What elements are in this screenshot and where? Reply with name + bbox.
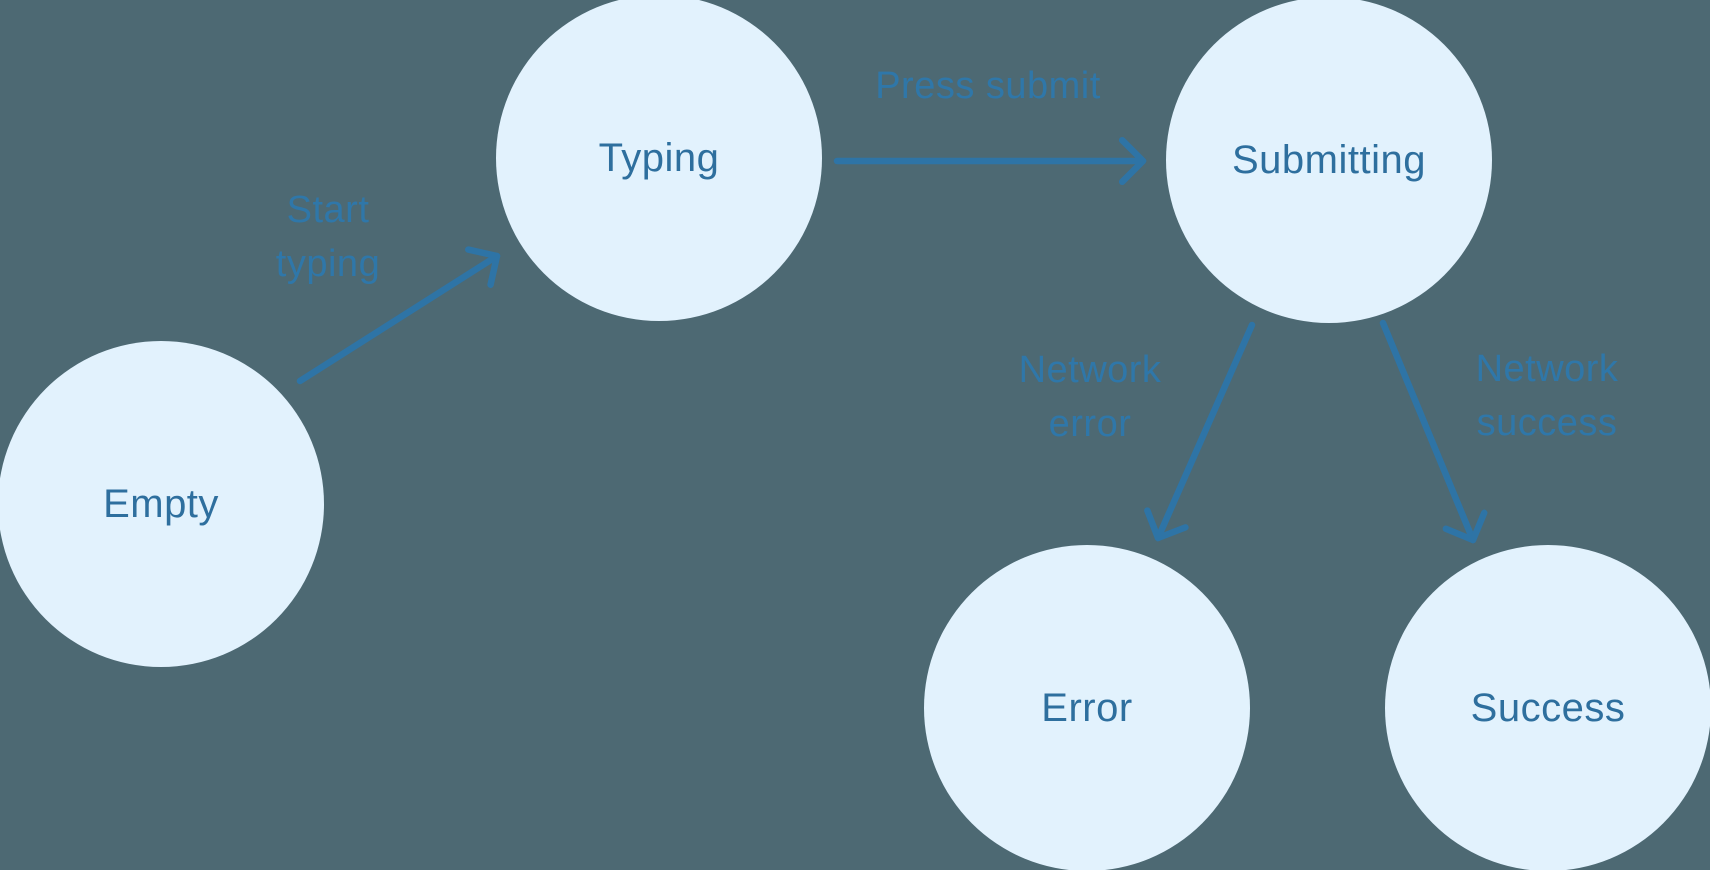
state-label-empty: Empty (103, 481, 219, 526)
transition-label-network-error: Network error (1018, 349, 1162, 445)
transition-label-start-typing: Start typing (275, 189, 381, 285)
state-node-success: Success (1385, 545, 1710, 870)
state-label-typing: Typing (598, 135, 720, 180)
state-node-typing: Typing (496, 0, 822, 321)
state-label-submitting: Submitting (1232, 137, 1426, 182)
transition-label-network-success: Network success (1475, 348, 1619, 444)
state-label-error: Error (1041, 685, 1133, 730)
transition-label-press-submit: Press submit (875, 65, 1101, 108)
state-node-error: Error (924, 545, 1250, 870)
state-label-success: Success (1470, 685, 1626, 730)
state-node-submitting: Submitting (1166, 0, 1492, 323)
state-node-empty: Empty (0, 341, 324, 667)
